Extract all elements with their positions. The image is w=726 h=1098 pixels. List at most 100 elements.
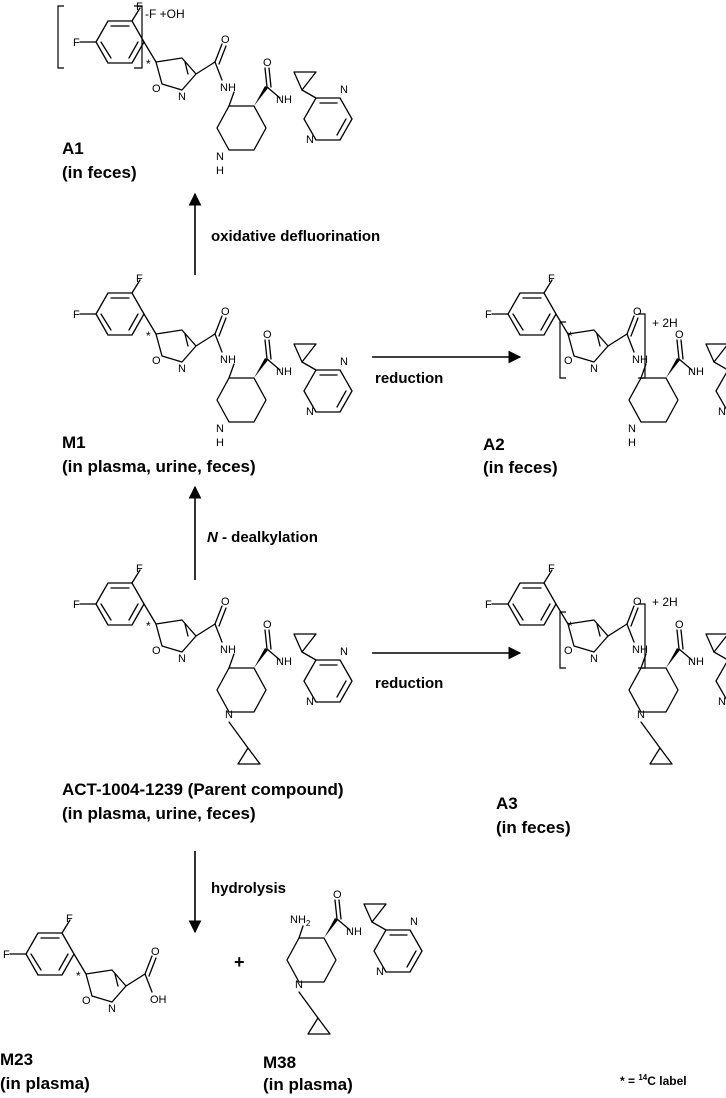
reaction-hydrolysis: hydrolysis [211,880,286,897]
m1-atom-f2: F [136,273,143,285]
m1-atom-o-ring: O [152,355,161,367]
m38-atom-n-pyr2: N [376,966,384,978]
a3-atom-n-pyr2: N [718,696,726,708]
parent-atom-o-amide1: O [221,596,230,608]
parent-atom-nh1: NH [220,644,236,656]
a1-atom-h-ring: H [216,165,224,177]
compound-m23: F F * O N O OH [3,913,167,1015]
compound-m38: NH2 N O NH N N [286,889,423,1035]
m1-location: (in plasma, urine, feces) [62,457,256,476]
parent-atom-o-amide2: O [263,619,272,631]
reaction-oxidative-defluorination: oxidative defluorination [211,228,380,245]
a2-atom-n-pyr2: N [718,406,726,418]
m38-atom-n-ring-pip: N [295,979,303,991]
a1-atom-o-ring: O [152,83,161,95]
m1-atom-o-amide1: O [221,306,230,318]
a1-atom-f1: F [73,37,80,49]
a2-annotation: + 2H [652,316,678,330]
plus-sign: + [234,952,245,972]
a3-atom-f2: F [548,563,555,575]
a2-label-marker: * [568,329,573,343]
m23-atom-oh: OH [150,994,167,1006]
parent-atom-n-ring-pip: N [225,709,233,721]
m38-atom-nh2: NH2 [290,914,311,928]
parent-atom-n-pyr1: N [340,646,348,658]
a3-atom-n-ring: N [590,653,598,665]
a1-atom-n-pyr2: N [306,134,314,146]
a3-atom-nh2: NH [688,656,704,668]
a1-atom-nh1: NH [220,82,236,94]
a2-location: (in feces) [483,458,558,477]
a1-location: (in feces) [62,163,137,182]
a1-atom-nh2: NH [276,94,292,106]
m1-atom-n-ring: N [178,363,186,375]
parent-atom-o-ring: O [152,645,161,657]
a3-atom-n-ring-pip: N [637,709,645,721]
m23-atom-n-ring: N [108,1003,116,1015]
m23-location: (in plasma) [0,1074,90,1093]
m23-atom-f2: F [66,913,73,925]
a2-atom-nh1: NH [632,354,648,366]
m1-atom-h-ring: H [216,437,224,449]
parent-name: ACT-1004-1239 (Parent compound) [62,780,344,799]
compound-a2: F F * O N O NH N H O NH N N [485,273,726,449]
m23-atom-o-acid: O [151,946,160,958]
a1-atom-o-amide2: O [263,57,272,69]
a1-atom-nh-ring: N [216,151,224,163]
a3-atom-o-amide2: O [675,619,684,631]
a1-label-marker: * [146,57,151,71]
m38-atom-n-pyr1: N [410,916,418,928]
compound-a1: F F * O N O NH N H O NH N N [57,1,353,177]
a3-atom-f1: F [485,599,492,611]
parent-atom-f2: F [136,563,143,575]
a3-atom-nh1: NH [632,644,648,656]
m1-atom-n-pyr2: N [306,406,314,418]
a3-name: A3 [496,794,518,813]
m1-atom-nh2: NH [276,366,292,378]
m1-name: M1 [62,433,86,452]
compound-parent: F F * O N O NH N O NH N N [73,563,353,765]
a2-atom-o-amide2: O [675,329,684,341]
a2-atom-n-ring: N [590,363,598,375]
a3-location: (in feces) [496,818,571,837]
m1-atom-o-amide2: O [263,329,272,341]
compound-a3: F F * O N O NH N O NH N N [485,563,726,765]
m23-atom-o-ring: O [82,995,91,1007]
m38-atom-nh: NH [346,926,362,938]
reaction-reduction-m1: reduction [375,370,443,387]
a2-atom-nh-ring: N [628,423,636,435]
a2-name: A2 [483,435,505,454]
a1-atom-n-ring: N [178,91,186,103]
a1-atom-o-amide1: O [221,34,230,46]
m1-atom-n-pyr1: N [340,356,348,368]
parent-location: (in plasma, urine, feces) [62,804,256,823]
m23-label-marker: * [76,969,81,983]
m1-atom-nh1: NH [220,354,236,366]
compound-m1: F F * O N O NH N H O NH N N [73,273,353,449]
a2-atom-o-amide1: O [633,306,642,318]
reaction-reduction-parent: reduction [375,675,443,692]
a2-atom-o-ring: O [564,355,573,367]
a1-name: A1 [62,139,84,158]
a3-annotation: + 2H [652,595,678,609]
isotope-legend: * = 14C label [620,1073,687,1088]
m1-atom-nh-ring: N [216,423,224,435]
reaction-n-dealkylation: N - dealkylation [207,529,318,546]
parent-atom-nh2: NH [276,656,292,668]
a1-annotation: -F +OH [145,7,185,21]
a3-atom-o-ring: O [564,645,573,657]
m23-atom-f1: F [3,949,10,961]
m1-atom-f1: F [73,309,80,321]
m38-atom-o-amide: O [333,889,342,901]
a1-atom-n-pyr1: N [340,84,348,96]
parent-atom-n-ring: N [178,653,186,665]
a2-atom-f2: F [548,273,555,285]
m38-location: (in plasma) [263,1075,353,1094]
m23-name: M23 [0,1050,33,1069]
a3-atom-o-amide1: O [633,596,642,608]
a2-atom-f1: F [485,309,492,321]
parent-atom-f1: F [73,599,80,611]
parent-atom-n-pyr2: N [306,696,314,708]
m1-label-marker: * [146,329,151,343]
